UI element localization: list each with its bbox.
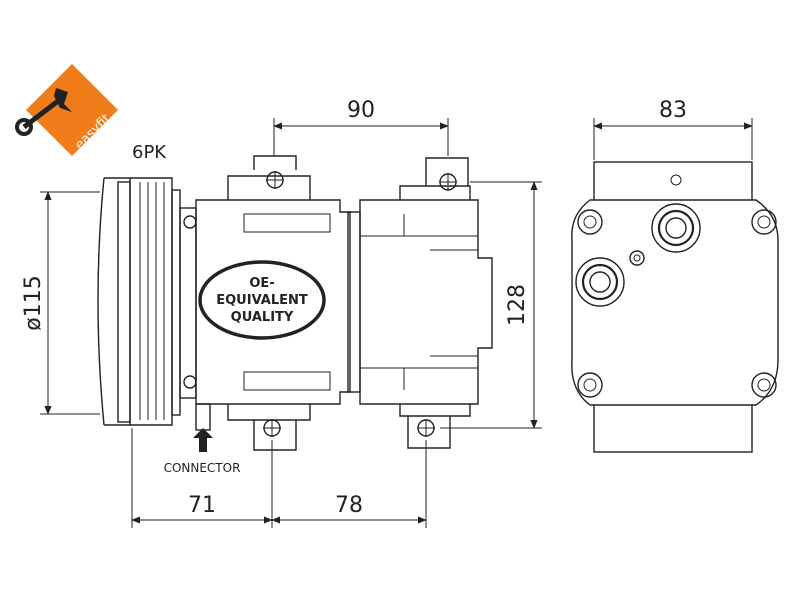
dim-top-span-value: 90 [347,98,375,123]
connector: CONNECTOR [164,403,241,475]
dimension-side-width: 83 [593,98,753,160]
side-view [571,161,779,453]
dim-side-width-value: 83 [659,98,687,123]
badge-line-1: OE- [249,276,274,291]
mounting-hole-top-left [266,171,284,189]
mounting-hole-top-right [439,173,457,191]
dim-pulley-offset-value: 71 [188,493,216,518]
dim-mount-span-value: 78 [335,493,363,518]
dim-height-value: 128 [505,284,530,326]
easyfit-logo: easyfit [15,64,118,156]
dim-pulley-diameter-value: ø115 [21,275,46,330]
pulley [97,177,197,426]
arrow-up-icon [193,428,213,452]
mounting-hole-bottom-left [263,419,281,437]
belt-profile-label: 6PK [132,142,167,163]
mounting-hole-bottom-right [417,419,435,437]
badge-line-3: QUALITY [231,310,294,325]
dimension-height: 128 [440,181,542,429]
connector-label: CONNECTOR [164,461,241,475]
wrench-icon [15,88,72,136]
badge-line-2: EQUIVALENT [216,293,308,308]
dimension-pulley-diameter: ø115 [21,191,100,415]
dimension-bottom-spans: 71 78 [131,428,427,528]
dimension-top-span: 90 [273,98,449,156]
oe-quality-badge: OE- EQUIVALENT QUALITY [198,260,326,340]
